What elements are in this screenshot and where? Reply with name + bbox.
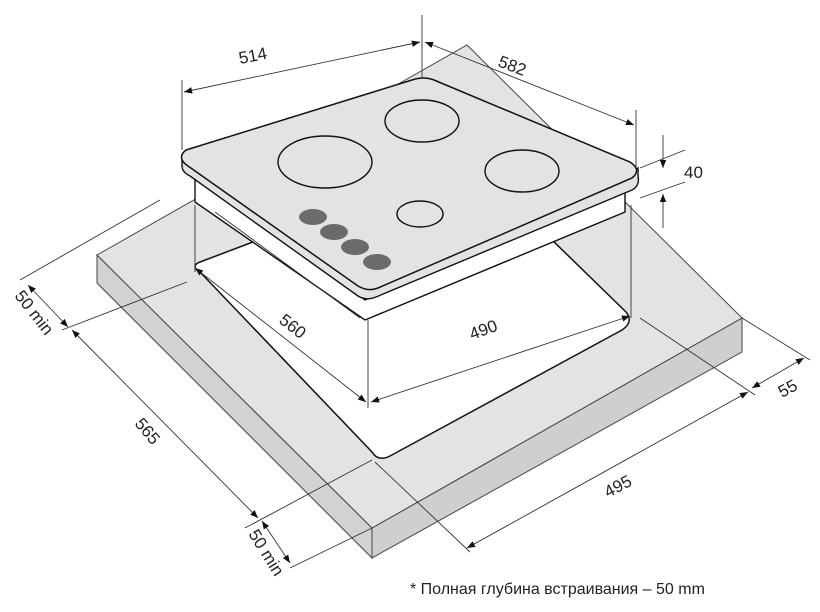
knob-3 <box>341 239 369 255</box>
dim-rear-margin: 50 min <box>245 526 288 579</box>
footnote: * Полная глубина встраивания – 50 mm <box>410 581 705 598</box>
dim-hob-depth: 582 <box>496 52 529 80</box>
burner-large <box>277 135 373 189</box>
knob-4 <box>363 254 391 270</box>
knob-2 <box>320 224 348 240</box>
knob-1 <box>299 209 327 225</box>
extension-lines <box>19 15 811 569</box>
dim-side-margin: 55 <box>775 376 801 402</box>
dim-countertop-depth: 565 <box>131 414 164 448</box>
dimension-arrows <box>27 40 805 564</box>
dim-front-margin: 50 min <box>11 287 57 339</box>
dim-hob-height: 40 <box>684 163 703 182</box>
dim-countertop-width: 495 <box>601 471 635 501</box>
burner-small <box>396 200 444 228</box>
hob <box>180 77 640 300</box>
burner-right <box>484 149 560 193</box>
dim-hob-width: 514 <box>237 44 268 68</box>
